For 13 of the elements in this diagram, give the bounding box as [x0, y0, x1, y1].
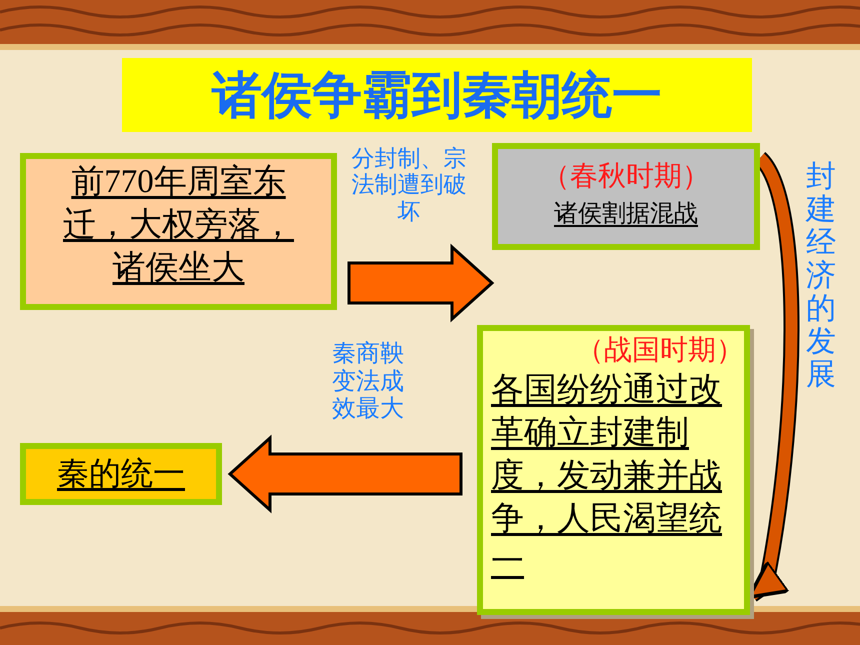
period-heading: （春秋时期）: [541, 160, 711, 194]
text-box: [492, 143, 760, 250]
box-text: 前770年周室东迁，大权旁落，诸侯坐大: [62, 163, 295, 288]
block-arrow: [228, 434, 462, 514]
period-heading: （战国时期）: [575, 334, 744, 368]
box-text: 诸侯割据混战: [553, 200, 699, 230]
text-box: [20, 153, 337, 310]
text-box: [20, 443, 222, 505]
block-arrow: [348, 244, 494, 322]
box-text: 秦的统一: [56, 454, 186, 493]
edge-label: 封建经济的发展: [806, 160, 836, 391]
title: 诸侯争霸到秦朝统一: [122, 58, 752, 132]
box-text: 各国纷纷通过改革确立封建制度，发动兼并战争，人民渴望统一: [490, 371, 723, 582]
